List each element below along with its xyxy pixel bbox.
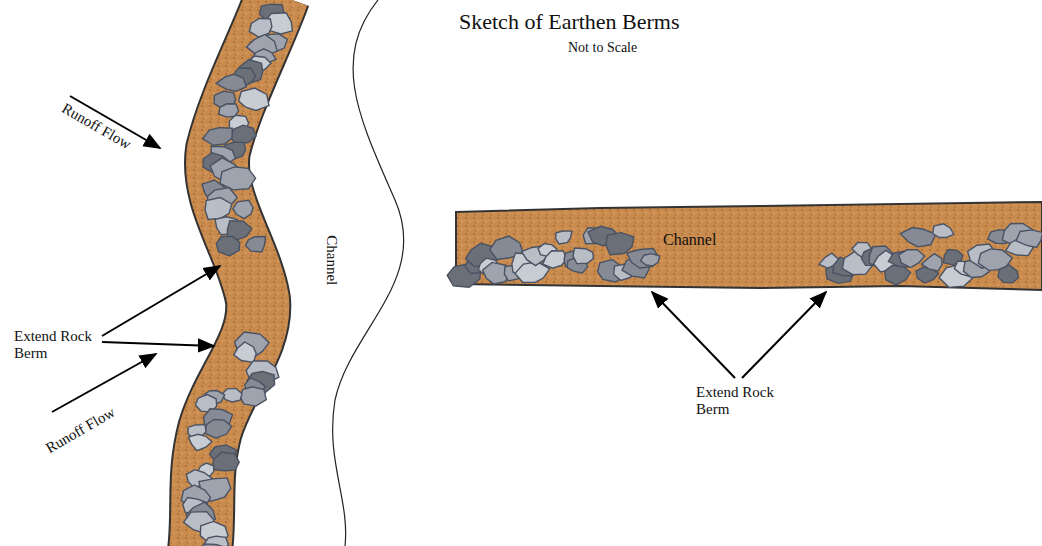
callout-label: Extend Rock Berm bbox=[14, 328, 100, 361]
earthen-berm bbox=[456, 202, 1042, 290]
channel-edge bbox=[333, 0, 404, 546]
rock bbox=[220, 167, 256, 190]
rock bbox=[188, 434, 212, 450]
rock bbox=[205, 420, 232, 439]
rock-riprap bbox=[181, 4, 1042, 546]
leader-arrow bbox=[102, 266, 220, 336]
berm-outline bbox=[200, 0, 278, 546]
callout-label: Extend Rock Berm bbox=[696, 384, 788, 417]
channel-label: Channel bbox=[324, 235, 341, 285]
rock bbox=[899, 250, 925, 268]
rock bbox=[573, 248, 593, 264]
rock bbox=[900, 228, 936, 247]
rock bbox=[933, 224, 954, 238]
channel-label: Channel bbox=[663, 231, 716, 249]
rock bbox=[627, 249, 660, 268]
rock bbox=[998, 265, 1018, 283]
rock bbox=[641, 254, 660, 266]
diagram-title: Sketch of Earthen Berms bbox=[459, 10, 680, 34]
flow-arrow bbox=[52, 354, 156, 412]
rock bbox=[543, 251, 567, 268]
rock bbox=[606, 233, 634, 255]
rock bbox=[239, 88, 269, 111]
rock bbox=[212, 452, 239, 470]
rock bbox=[205, 198, 232, 220]
rock bbox=[245, 237, 265, 252]
rock bbox=[203, 128, 232, 146]
rock bbox=[233, 200, 253, 218]
rock bbox=[556, 231, 572, 244]
earthen-berm bbox=[200, 0, 278, 546]
rock bbox=[885, 265, 911, 285]
rock bbox=[922, 254, 943, 271]
rock bbox=[198, 544, 225, 546]
subtitle-note: Not to Scale bbox=[568, 40, 637, 55]
rock bbox=[234, 342, 256, 362]
rock bbox=[216, 74, 246, 91]
rock bbox=[1016, 230, 1042, 248]
rock bbox=[216, 236, 240, 256]
rock bbox=[240, 387, 266, 406]
leader-arrow bbox=[652, 292, 735, 378]
leader-arrow bbox=[742, 292, 826, 378]
leader-arrow bbox=[102, 342, 214, 346]
